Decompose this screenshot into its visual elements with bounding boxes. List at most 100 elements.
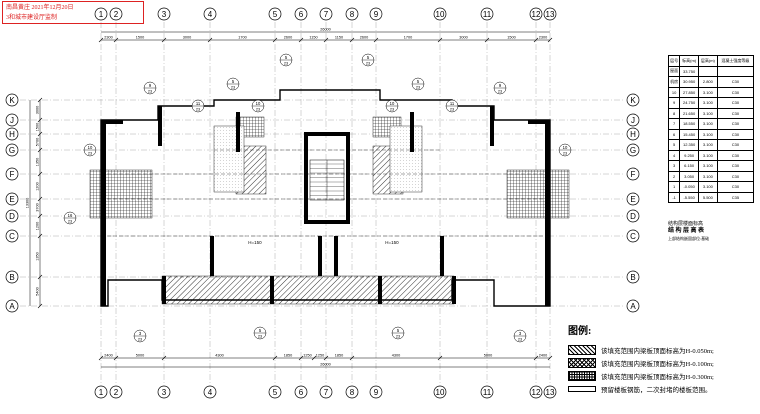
table-cell: C35 xyxy=(716,191,755,203)
table-cell: 3.100 xyxy=(698,86,718,98)
dimension-value: 2400 xyxy=(539,354,547,358)
dimension-value: 1250 xyxy=(303,354,311,358)
axis-label-y: F xyxy=(631,170,636,179)
dimension-tick xyxy=(323,37,329,43)
dimension-value: 1700 xyxy=(404,36,412,40)
axis-bubble-circle xyxy=(626,270,640,284)
axis-label-x: 10 xyxy=(436,10,445,19)
callout-sheet: 23 xyxy=(258,335,262,339)
axis-label-y: A xyxy=(630,302,636,311)
shear-wall xyxy=(304,132,308,224)
dimension-value: 1850 xyxy=(335,354,343,358)
table-cell: 8 xyxy=(667,107,681,119)
axis-bubble-circle xyxy=(369,385,383,399)
table-cell xyxy=(716,65,755,77)
axis-bubble-circle xyxy=(626,209,640,223)
axis-label-y: C xyxy=(630,232,636,241)
callout-number: 9 xyxy=(149,83,152,88)
shear-wall xyxy=(318,236,322,276)
shear-wall xyxy=(162,276,166,304)
callout-sheet: 23 xyxy=(390,108,394,112)
callout-number: 16 xyxy=(68,213,73,218)
axis-bubble-circle xyxy=(109,7,123,21)
axis-bubble-circle xyxy=(369,7,383,21)
axis-label-x: 8 xyxy=(350,10,355,19)
table-cell: 9 xyxy=(667,97,681,109)
approval-stamp: 南昌黄庄 2021年12月20日 3和城市建设厅监制 xyxy=(2,1,144,24)
axis-label-x: 2 xyxy=(114,10,119,19)
callout-number: 10 xyxy=(390,101,395,106)
dimension-value: 1250 xyxy=(316,354,324,358)
dimension-value: 4300 xyxy=(392,354,400,358)
axis-bubble-circle xyxy=(5,299,19,313)
shear-wall xyxy=(346,132,350,224)
axis-label-x: 13 xyxy=(546,10,555,19)
dimension-value: 5000 xyxy=(484,354,492,358)
shear-wall xyxy=(270,276,274,304)
axis-label-x: 2 xyxy=(114,388,119,397)
dimension-tick xyxy=(533,37,539,43)
callout-sheet: 23 xyxy=(366,62,370,66)
dimension-total: 26000 xyxy=(320,28,331,32)
axis-bubble-circle xyxy=(5,192,19,206)
axis-label-y: E xyxy=(630,195,635,204)
table-cell: 6.150 xyxy=(679,160,699,172)
shear-wall xyxy=(158,106,162,146)
table-cell: 24.750 xyxy=(679,97,699,109)
dimension-tick xyxy=(311,355,317,361)
table-cell: 33.750 xyxy=(679,65,699,77)
axis-bubble-circle xyxy=(294,7,308,21)
dimension-value: 1350 xyxy=(36,158,40,166)
callout-number: 10 xyxy=(88,145,93,150)
table-cell: 3.100 xyxy=(698,139,718,151)
axis-label-x: 8 xyxy=(350,388,355,397)
callout-number: 5 xyxy=(367,55,370,60)
dimension-tick xyxy=(437,37,443,43)
callout-sheet: 23 xyxy=(396,335,400,339)
dimension-tick xyxy=(37,117,43,123)
hatched-zone xyxy=(389,125,423,193)
dimension-tick xyxy=(207,37,213,43)
shear-wall xyxy=(334,236,338,276)
shear-wall xyxy=(210,236,214,276)
table-header-row: 层号 标高(m) 层高(m) 混凝土强度等级 xyxy=(667,55,755,67)
table-cell: 6 xyxy=(667,128,681,140)
table-caption: 结构层楼面标高 结 构 层 高 表 上部结构嵌固部位:基础 xyxy=(668,221,754,242)
legend-item: 该填充范围内梁板顶面标高为H-0.300m; xyxy=(568,369,758,382)
callout-sheet: 23 xyxy=(138,338,142,342)
axis-label-x: 7 xyxy=(324,10,329,19)
axis-label-y: J xyxy=(631,116,635,125)
dimension-tick xyxy=(272,37,278,43)
axis-bubble-circle xyxy=(5,143,19,157)
table-cell: 5 xyxy=(667,139,681,151)
dimension-total: 26000 xyxy=(320,363,331,367)
axis-label-x: 4 xyxy=(208,10,213,19)
callout-sheet: 23 xyxy=(518,338,522,342)
axis-label-y: F xyxy=(10,170,15,179)
dimension-tick xyxy=(373,37,379,43)
axis-label-y: K xyxy=(630,96,636,105)
legend-item-label: 该填充范围内梁板顶面标高为H-0.100m; xyxy=(601,360,714,368)
axis-label-x: 12 xyxy=(532,10,541,19)
callout-number: 10 xyxy=(256,101,261,106)
shear-wall xyxy=(304,220,350,224)
table-cell: 机房 xyxy=(667,76,681,88)
shear-wall xyxy=(304,132,350,136)
dimension-tick xyxy=(349,37,355,43)
axis-label-x: 11 xyxy=(483,10,492,19)
callout-sheet: 23 xyxy=(256,108,260,112)
callout-sheet: 23 xyxy=(563,152,567,156)
callout-number: 11 xyxy=(196,101,201,106)
hatched-zone xyxy=(89,169,153,219)
callout-sheet: 23 xyxy=(416,86,420,90)
axis-label-x: 5 xyxy=(273,388,278,397)
axis-bubble-circle xyxy=(157,7,171,21)
axis-label-x: 5 xyxy=(273,10,278,19)
table-cell: 3.050 xyxy=(679,170,699,182)
axis-bubble-circle xyxy=(626,167,640,181)
dimension-tick xyxy=(37,171,43,177)
